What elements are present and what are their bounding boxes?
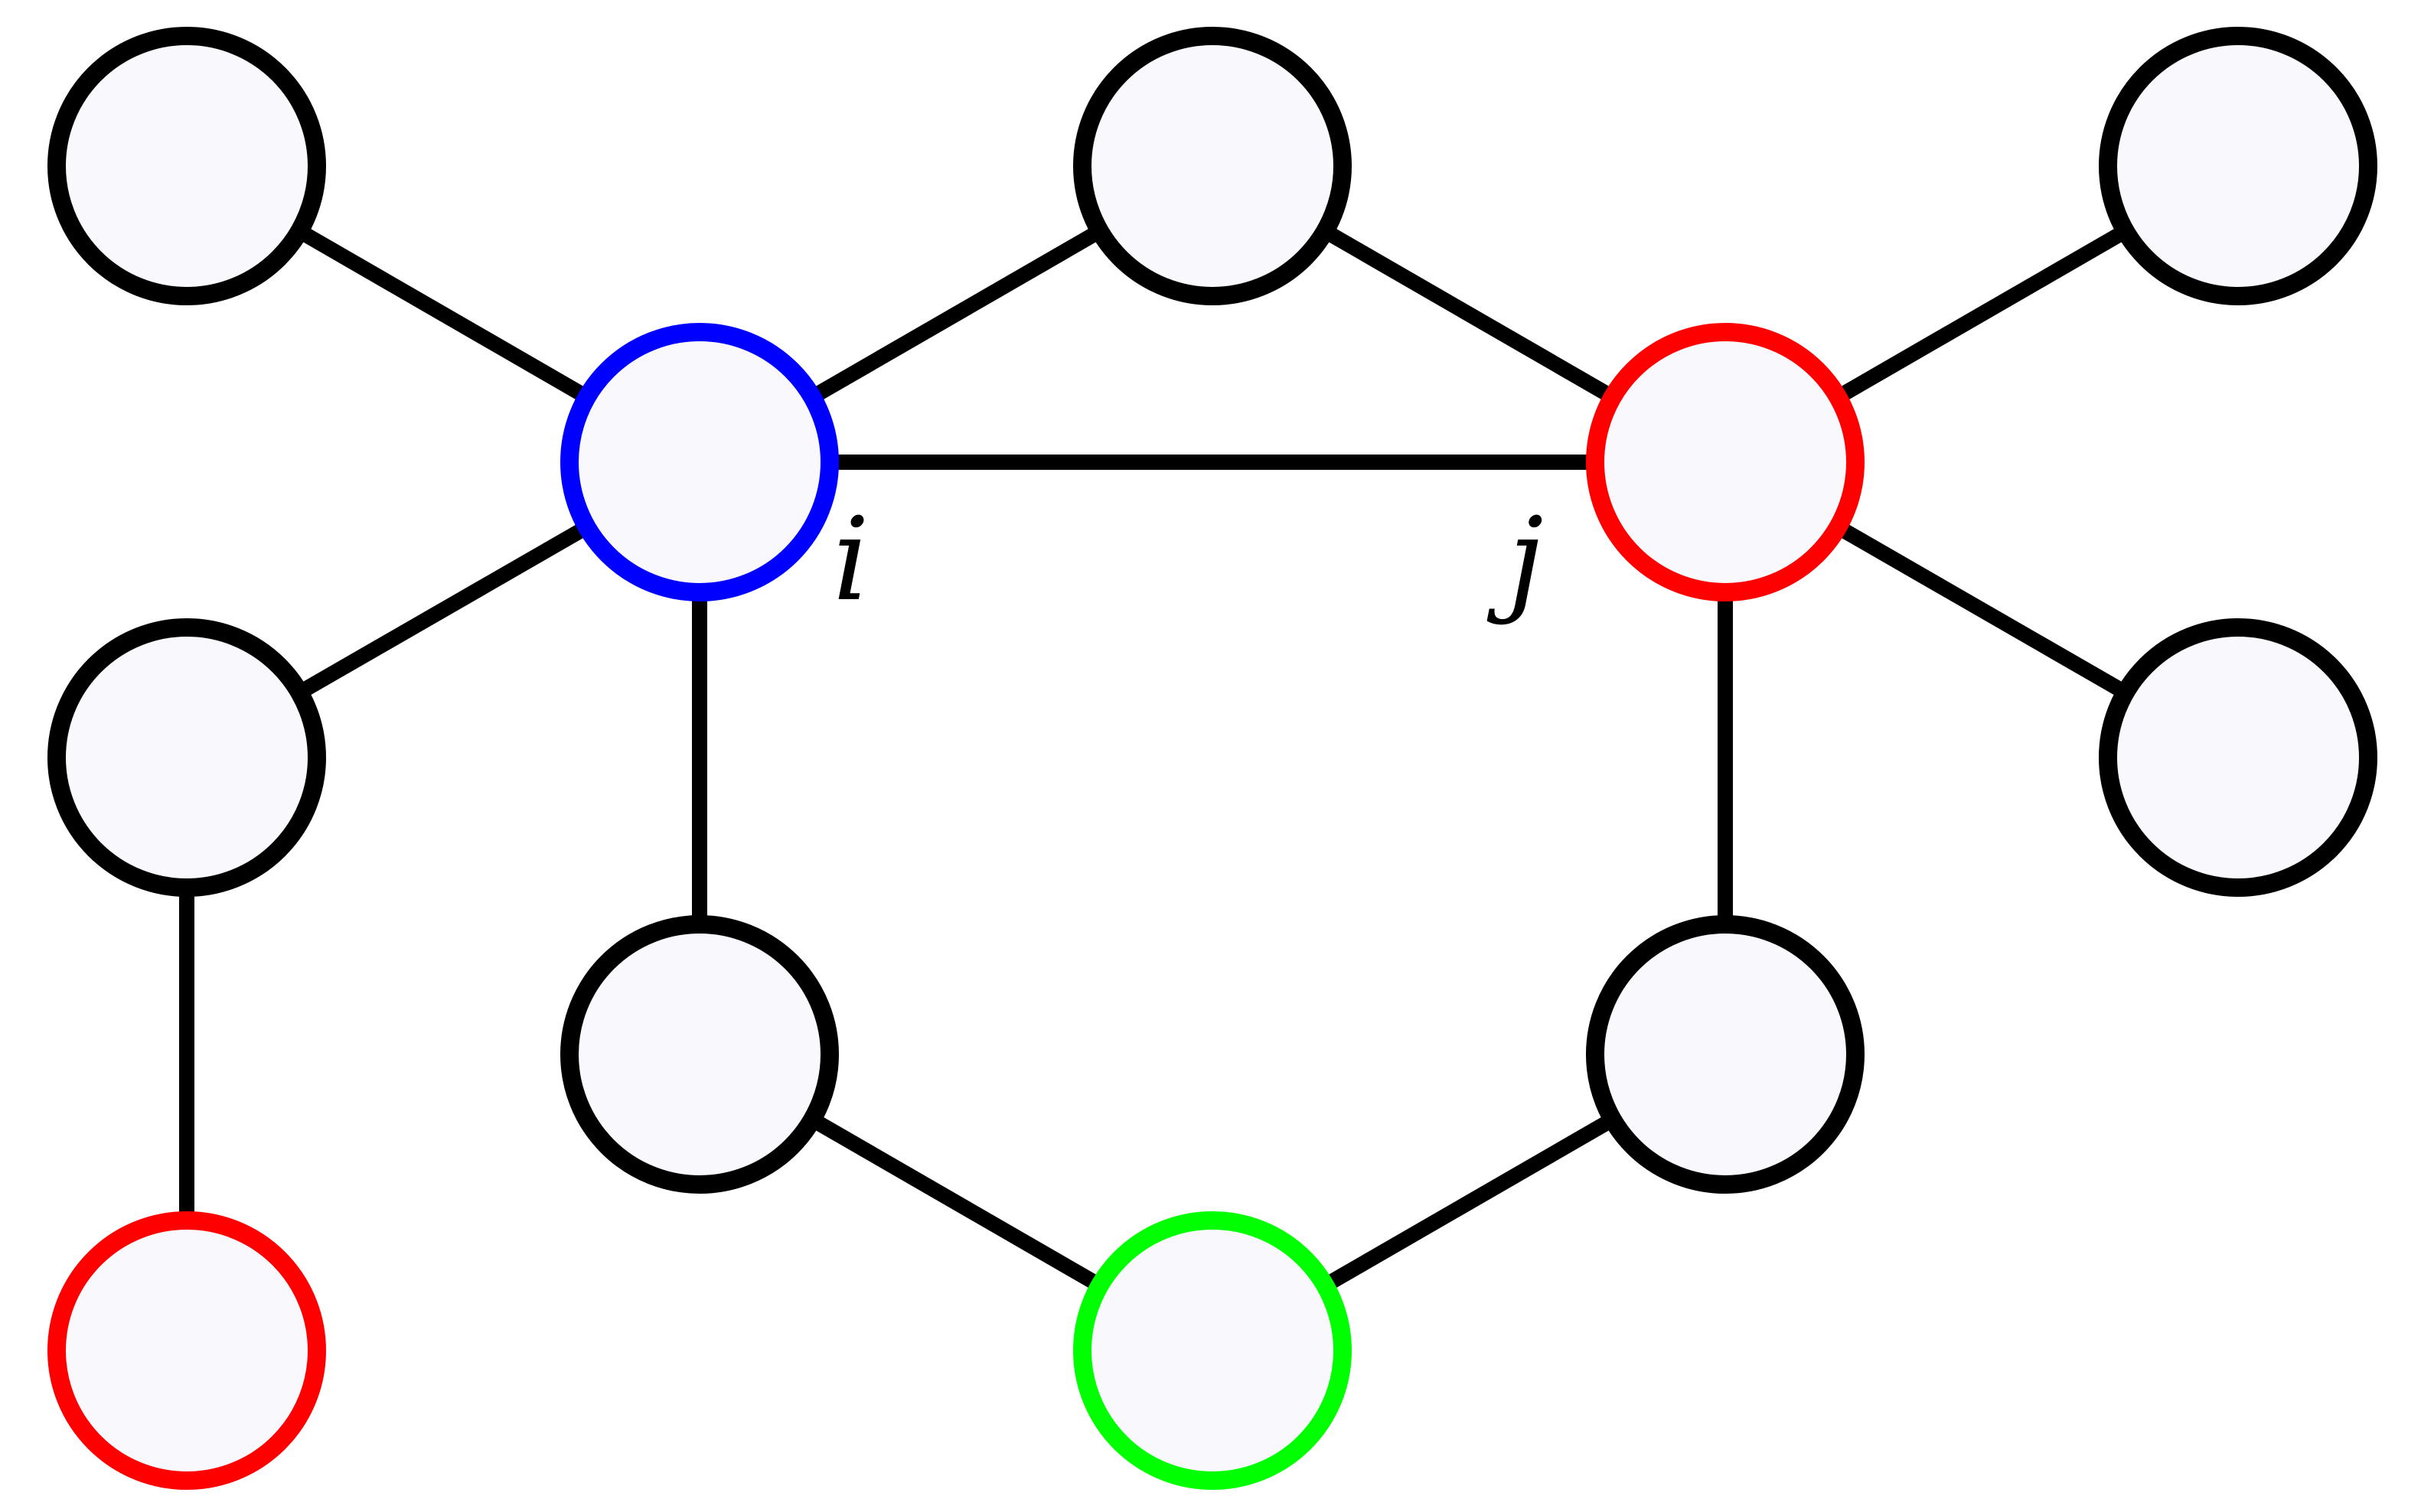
node-mid-right [2099, 618, 2377, 897]
node-top-left [47, 27, 326, 305]
node-top-right [2099, 27, 2377, 305]
node-bottom-center [1073, 1211, 1352, 1490]
node-top-center [1073, 27, 1352, 305]
labels-layer: i j [833, 494, 1544, 627]
node-i [560, 323, 839, 601]
node-j [1586, 323, 1865, 601]
node-j-label: j [1486, 494, 1544, 627]
node-i-label: i [833, 494, 870, 627]
node-lower-right-ring [1586, 915, 1865, 1194]
node-bottom-left [47, 1211, 326, 1490]
node-lower-left-ring [560, 915, 839, 1194]
nodes-layer [47, 27, 2377, 1490]
node-mid-left [47, 618, 326, 897]
edges-layer [179, 159, 2243, 1357]
